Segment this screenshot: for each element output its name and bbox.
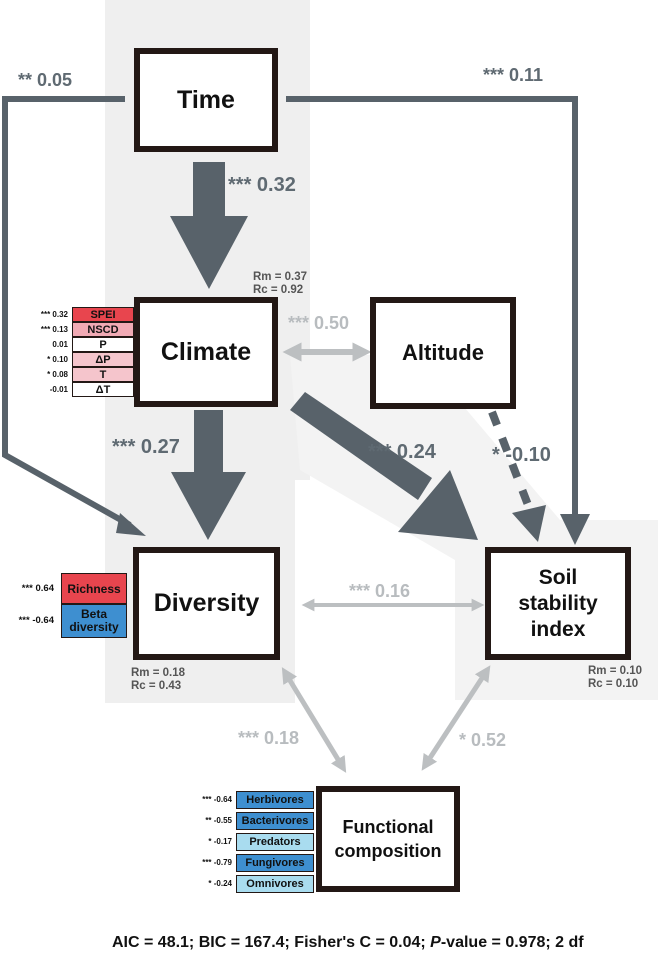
arrow-time-soil [286,96,578,516]
functional-indicator-coef: * -0.17 [208,837,232,846]
coef-climate-altitude: *** 0.50 [288,313,350,333]
arrow-climate-diversity-shaft [194,410,223,474]
climate-rc: Rc = 0.92 [253,284,304,296]
node-functional-line1: Functional [342,817,434,837]
fit-stats-part2: -value = 0.978; 2 df [440,934,584,951]
coef-time-climate: *** 0.32 [228,174,296,196]
climate-indicator-delta-p: ΔP [72,352,134,367]
model-fit-statistics: AIC = 48.1; BIC = 167.4; Fisher's C = 0.… [112,934,584,952]
climate-indicator-spei: SPEI [72,307,134,322]
climate-indicator-nscd: NSCD [72,322,134,337]
node-altitude: Altitude [370,297,516,409]
node-functional-line2: composition [334,841,442,861]
functional-indicator-omnivores: Omnivores [236,875,314,893]
coef-soil-functional: * 0.52 [459,730,507,750]
coef-time-diversity: ** 0.05 [18,70,73,90]
diversity-r2: Rm = 0.18 Rc = 0.43 [131,667,185,693]
climate-indicator-coef: * 0.10 [47,355,68,364]
coef-climate-diversity: *** 0.27 [112,436,180,458]
arrow-time-climate-head [170,216,248,289]
functional-indicator-herbivores: Herbivores [236,791,314,809]
diversity-indicator-beta: Beta diversity [61,604,127,638]
climate-indicator-delta-t: ΔT [72,382,134,397]
climate-indicator-p: P [72,337,134,352]
functional-indicator-predators: Predators [236,833,314,851]
arrow-time-diversity [2,96,132,528]
functional-indicator-coef: ** -0.55 [205,816,232,825]
coef-diversity-soil: *** 0.16 [349,581,411,601]
functional-indicator-fungivores: Fungivores [236,854,314,872]
coef-altitude-soil: * -0.10 [492,444,551,466]
arrow-climate-diversity-head [171,472,246,540]
arrow-diversity-functional [281,667,347,773]
climate-r2: Rm = 0.37 Rc = 0.92 [253,271,307,297]
coef-climate-soil: *** 0.24 [368,441,436,463]
arrow-soil-functional [421,665,491,771]
node-soil-line2: stability [518,591,598,615]
arrow-climate-soil-head [398,470,478,540]
climate-indicator-t: T [72,367,134,382]
coef-time-soil: *** 0.11 [483,65,544,85]
arrow-climate-soil-shaft [290,392,432,500]
climate-indicator-coef: *** 0.13 [40,325,68,334]
soil-rm: Rm = 0.10 [588,665,643,677]
arrow-time-diversity-head [116,513,146,536]
node-climate: Climate [134,297,278,407]
climate-indicator-coef: -0.01 [49,385,68,394]
climate-indicator-coef: 0.01 [52,340,68,349]
fit-stats-part1: AIC = 48.1; BIC = 167.4; Fisher's C = 0.… [112,934,431,951]
node-diversity: Diversity [133,547,280,660]
node-soil-stability: Soil stability index [485,547,631,660]
diversity-rm: Rm = 0.18 [131,667,186,679]
climate-indicator-coef: *** 0.32 [40,310,68,319]
node-functional-composition: Functional composition [316,786,460,892]
climate-rm: Rm = 0.37 [253,271,308,283]
diversity-indicator-coef: *** -0.64 [18,615,54,626]
soil-rc: Rc = 0.10 [588,678,639,690]
arrow-time-soil-head [560,514,590,545]
node-altitude-label: Altitude [402,340,484,365]
fit-stats-p-label: P [430,934,441,951]
arrow-time-climate-shaft [193,162,225,218]
functional-indicator-coef: *** -0.79 [202,858,232,867]
node-soil-line1: Soil [538,565,578,589]
node-time-label: Time [177,85,235,114]
arrow-altitude-soil [488,410,534,512]
arrow-altitude-soil-head [512,505,546,542]
soil-r2: Rm = 0.10 Rc = 0.10 [588,665,642,691]
node-soil-line3: index [530,617,586,641]
coef-diversity-functional: *** 0.18 [238,728,300,748]
node-time: Time [134,48,278,152]
diversity-indicator-richness: Richness [61,573,127,604]
node-diversity-label: Diversity [153,589,260,617]
node-climate-label: Climate [160,337,252,366]
diversity-rc: Rc = 0.43 [131,680,182,692]
functional-indicator-coef: *** -0.64 [202,795,232,804]
functional-indicator-coef: * -0.24 [208,879,232,888]
diversity-indicator-coef: *** 0.64 [21,583,54,594]
functional-indicator-bacterivores: Bacterivores [236,812,314,830]
climate-indicator-coef: * 0.08 [47,370,68,379]
